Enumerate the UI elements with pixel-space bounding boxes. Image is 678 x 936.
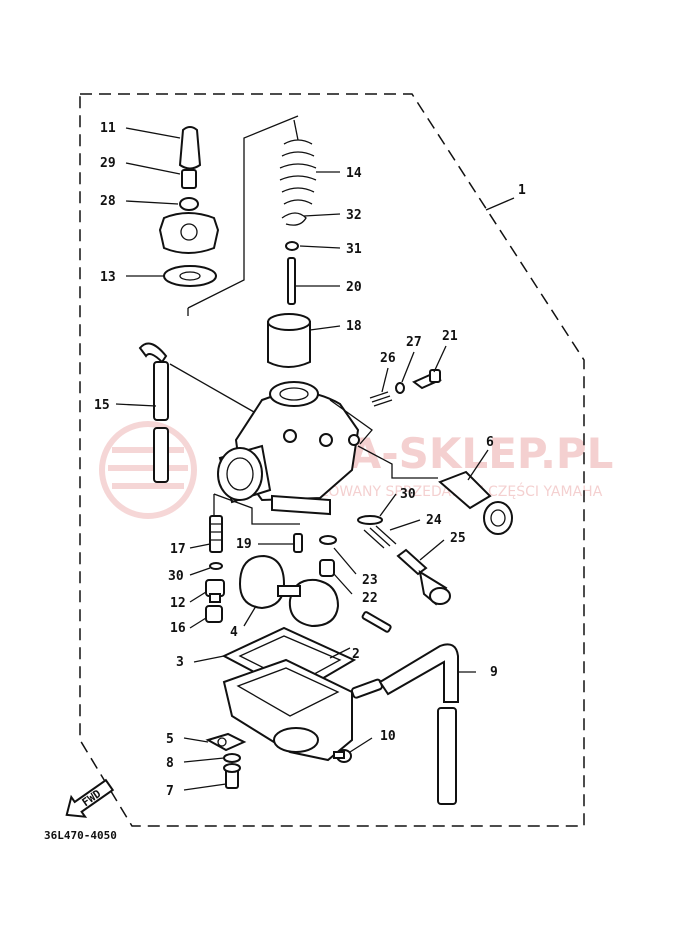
part-20-needle xyxy=(287,257,296,305)
part-18-throttle-valve xyxy=(267,313,311,368)
part-7-screw xyxy=(223,763,241,789)
label-25: 25 xyxy=(450,531,466,546)
label-19: 19 xyxy=(236,537,252,552)
part-26-spring xyxy=(369,391,393,407)
part-8-washer xyxy=(223,753,241,763)
label-3: 3 xyxy=(176,655,184,670)
label-27: 27 xyxy=(406,335,422,350)
label-12: 12 xyxy=(170,596,186,611)
watermark-sub-text: AUTORYZOWANY SPRZEDAWCZ CZĘŚCI YAMAHA xyxy=(262,482,603,500)
label-30-lower: 30 xyxy=(168,569,184,584)
part-5-bracket xyxy=(205,732,247,752)
label-30-upper: 30 xyxy=(400,487,416,502)
label-23: 23 xyxy=(362,573,378,588)
part-24-spring xyxy=(363,525,397,549)
part-2-float-pin xyxy=(361,611,392,633)
label-2: 2 xyxy=(352,647,360,662)
float-chamber xyxy=(222,658,383,762)
fwd-arrow-icon: FWD xyxy=(65,778,115,818)
part-11-cap xyxy=(178,126,202,170)
watermark-logo-icon xyxy=(99,421,197,519)
part-14-spring xyxy=(279,119,317,205)
label-16: 16 xyxy=(170,621,186,636)
part-13-gasket xyxy=(163,265,217,287)
label-18: 18 xyxy=(346,319,362,334)
part-16-pilot-jet xyxy=(205,605,223,623)
carburetor-body xyxy=(217,381,373,516)
part-32-clip xyxy=(281,212,307,226)
label-10: 10 xyxy=(380,729,396,744)
leader-15-body xyxy=(169,363,255,413)
part-22-seat xyxy=(319,559,335,577)
label-31: 31 xyxy=(346,242,362,257)
part-9-drain-hose xyxy=(378,643,459,805)
part-25-screw xyxy=(396,548,451,606)
label-22: 22 xyxy=(362,591,378,606)
label-21: 21 xyxy=(442,329,458,344)
label-26: 26 xyxy=(380,351,396,366)
part-19-needle-valve xyxy=(293,533,303,553)
part-15-hose xyxy=(138,342,169,483)
label-11: 11 xyxy=(100,121,116,136)
label-5: 5 xyxy=(166,732,174,747)
label-7: 7 xyxy=(166,784,174,799)
part-30-oring-upper xyxy=(357,515,383,525)
label-8: 8 xyxy=(166,756,174,771)
part-27-oring xyxy=(395,382,405,394)
label-20: 20 xyxy=(346,280,362,295)
part-31-ring xyxy=(285,241,299,251)
mixing-chamber-top xyxy=(158,212,220,254)
label-15: 15 xyxy=(94,398,110,413)
label-24: 24 xyxy=(426,513,442,528)
assembly-boundary xyxy=(79,93,585,827)
label-17: 17 xyxy=(170,542,186,557)
part-17-emulsion-tube xyxy=(209,515,223,553)
part-10-screw xyxy=(333,749,352,763)
label-9: 9 xyxy=(490,665,498,680)
cap-group-bracket xyxy=(187,115,299,309)
part-labels: 11 29 28 13 14 32 31 20 18 1 26 27 21 15… xyxy=(94,121,526,799)
part-30-oring-lower xyxy=(209,562,223,570)
part-21-screw xyxy=(412,369,442,390)
label-6: 6 xyxy=(486,435,494,450)
label-13: 13 xyxy=(100,270,116,285)
diagram-code: 36L470-4050 xyxy=(44,829,117,842)
part-4-float xyxy=(238,554,340,628)
label-1: 1 xyxy=(518,183,526,198)
label-4: 4 xyxy=(230,625,238,640)
label-14: 14 xyxy=(346,166,362,181)
part-12-main-jet xyxy=(205,579,225,603)
part-29-adjuster xyxy=(181,169,197,189)
leader-lines xyxy=(115,127,515,791)
part-28-nut xyxy=(179,197,199,211)
label-29: 29 xyxy=(100,156,116,171)
label-28: 28 xyxy=(100,194,116,209)
part-23-washer xyxy=(319,535,337,545)
label-32: 32 xyxy=(346,208,362,223)
part-6-choke xyxy=(357,445,513,535)
leader-body-bottom xyxy=(213,493,300,525)
